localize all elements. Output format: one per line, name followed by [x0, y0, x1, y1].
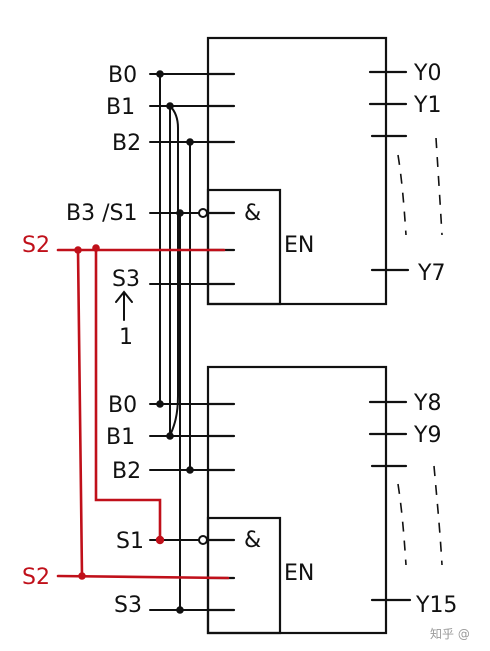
label-bottom-b0: B0 [108, 393, 137, 418]
top-decoder [206, 36, 410, 306]
label-top-b0: B0 [108, 63, 137, 88]
dot-top-b0 [156, 70, 164, 78]
dot-top-b2 [186, 138, 194, 146]
top-output-ellipsis [397, 137, 443, 236]
label-top-s2: S2 [22, 233, 50, 258]
bottom-enable-box [206, 516, 282, 635]
red-wire-bottom-s2 [56, 574, 230, 580]
junction-dots [156, 70, 194, 614]
up-arrow-icon [115, 290, 133, 321]
dot-bottom-b0 [156, 400, 164, 408]
label-top-en: EN [284, 233, 314, 258]
red-wire-to-bottom-s1 [94, 248, 162, 542]
label-bottom-and: & [244, 528, 261, 553]
label-output-y15: Y15 [415, 593, 457, 618]
label-bottom-b1: B1 [106, 425, 135, 450]
bottom-decoder [206, 365, 412, 635]
watermark: 知乎 @ [430, 627, 470, 641]
label-top-b2: B2 [112, 131, 141, 156]
red-dot-bottom-s1 [155, 535, 165, 545]
red-dot-top-mid [92, 244, 100, 252]
dot-bottom-b1 [166, 432, 174, 440]
s2-red-dots [74, 244, 165, 580]
label-top-and: & [244, 201, 261, 226]
bottom-output-ellipsis [397, 465, 443, 566]
label-output-y0: Y0 [413, 61, 441, 86]
label-output-y7: Y7 [417, 261, 445, 286]
label-bottom-en: EN [284, 561, 314, 586]
label-top-b1: B1 [106, 95, 135, 120]
label-bottom-s1: S1 [116, 529, 144, 554]
inversion-bubbles [198, 208, 208, 545]
top-s1-inversion-bubble [198, 208, 208, 218]
dot-top-b1 [166, 102, 174, 110]
dot-top-b3 [176, 209, 184, 217]
top-enable-box [206, 188, 282, 306]
bottom-s1-inversion-bubble [198, 535, 208, 545]
bottom-decoder-body [206, 365, 388, 635]
label-top-b3-s1: B3 /S1 [66, 201, 137, 226]
red-dot-bottom-left [78, 572, 86, 580]
bus-b1-loop [169, 105, 179, 437]
dot-bottom-s3 [176, 606, 184, 614]
red-dot-top-left [74, 246, 82, 254]
s2-red-wiring [56, 248, 230, 580]
label-bottom-s3: S3 [114, 593, 142, 618]
label-output-y1: Y1 [413, 93, 441, 118]
label-bottom-b2: B2 [112, 459, 141, 484]
label-top-s3: S3 [112, 267, 140, 292]
label-output-y9: Y9 [413, 423, 441, 448]
red-wire-vertical-left [76, 248, 84, 578]
label-output-y8: Y8 [413, 391, 441, 416]
dot-bottom-b2 [186, 466, 194, 474]
label-arrow-note: 1 [119, 325, 133, 350]
label-bottom-s2: S2 [22, 565, 50, 590]
top-decoder-body [206, 36, 388, 306]
